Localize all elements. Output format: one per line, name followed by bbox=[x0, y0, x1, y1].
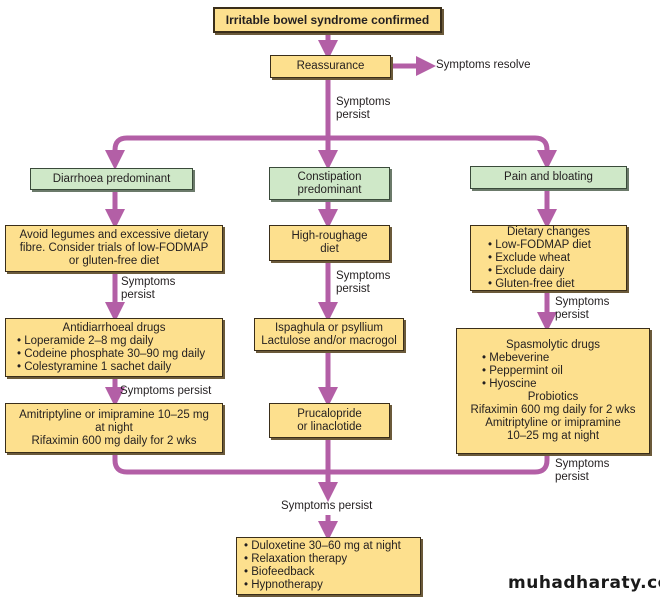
symptoms-resolve-label: Symptoms resolve bbox=[436, 59, 531, 71]
list-item: Exclude dairy bbox=[488, 265, 623, 278]
box-line: Prucalopride bbox=[297, 407, 362, 420]
label-line: persist bbox=[336, 283, 370, 295]
box-line: Amitriptyline or imipramine 10–25 mg bbox=[19, 408, 209, 421]
list-item: Hyoscine bbox=[482, 378, 646, 391]
label-line: Symptoms bbox=[555, 458, 610, 470]
diet-list: Low-FODMAP diet Exclude wheat Exclude da… bbox=[474, 239, 623, 291]
category-diarrhoea: Diarrhoea predominant bbox=[30, 168, 193, 190]
box-line: Lactulose and/or macrogol bbox=[261, 334, 397, 347]
spasmolytic-list: Mebeverine Peppermint oil Hyoscine bbox=[460, 352, 646, 391]
symptoms-persist-label-bottom: Symptoms persist bbox=[281, 500, 373, 512]
label-line: Symptoms bbox=[336, 96, 391, 108]
box-line: fibre. Consider trials of low-FODMAP bbox=[19, 242, 209, 254]
list-item: Relaxation therapy bbox=[244, 553, 417, 566]
list-item: Exclude wheat bbox=[488, 252, 623, 265]
final-treatment-box: Duloxetine 30–60 mg at night Relaxation … bbox=[236, 537, 421, 595]
box-line: or linaclotide bbox=[297, 420, 362, 433]
watermark: muhadharaty.com bbox=[508, 573, 660, 593]
box-line: Ispaghula or psyllium bbox=[274, 321, 384, 334]
box-line: Avoid legumes and excessive dietary bbox=[19, 229, 209, 241]
title-text: Irritable bowel syndrome confirmed bbox=[225, 12, 430, 27]
arrow-to-pain bbox=[328, 135, 557, 170]
label-line: Symptoms bbox=[336, 270, 391, 282]
box-title: Dietary changes bbox=[506, 225, 591, 238]
box-line: 10–25 mg at night bbox=[506, 430, 600, 442]
box-title: Spasmolytic drugs bbox=[506, 339, 600, 351]
category-text: Diarrhoea predominant bbox=[52, 172, 171, 185]
list-item: Mebeverine bbox=[482, 352, 646, 365]
reassurance-box: Reassurance bbox=[270, 55, 391, 78]
box-line: Probiotics bbox=[527, 391, 579, 403]
category-text: Pain and bloating bbox=[504, 171, 593, 183]
box-line: Rifaximin 600 mg daily for 2 wks bbox=[470, 404, 636, 416]
box-line: High-roughage bbox=[291, 230, 368, 242]
list-item: Loperamide 2–8 mg daily bbox=[17, 335, 219, 348]
label-line: Symptoms bbox=[121, 276, 176, 288]
antidiarrhoeal-box: Antidiarrhoeal drugs Loperamide 2–8 mg d… bbox=[5, 318, 223, 377]
list-item: Peppermint oil bbox=[482, 365, 646, 378]
list-item: Colestyramine 1 sachet daily bbox=[17, 361, 219, 374]
arrow-to-diarrhoea bbox=[105, 135, 328, 170]
box-line: Amitriptyline or imipramine bbox=[485, 417, 621, 429]
prucalopride-box: Prucalopride or linaclotide bbox=[269, 403, 390, 438]
list-item: Biofeedback bbox=[244, 566, 417, 579]
box-line: at night bbox=[95, 421, 133, 434]
list-item: Hypnotherapy bbox=[244, 579, 417, 592]
merge-line bbox=[112, 452, 550, 475]
list-item: Codeine phosphate 30–90 mg daily bbox=[17, 348, 219, 361]
dietary-changes-box: Dietary changes Low-FODMAP diet Exclude … bbox=[470, 225, 627, 291]
box-title: Antidiarrhoeal drugs bbox=[62, 321, 166, 334]
ispaghula-box: Ispaghula or psyllium Lactulose and/or m… bbox=[254, 318, 404, 351]
title-box: Irritable bowel syndrome confirmed bbox=[213, 7, 442, 33]
drug-list: Loperamide 2–8 mg daily Codeine phosphat… bbox=[9, 335, 219, 374]
label-line: persist bbox=[555, 309, 589, 321]
antidepressant-box-left: Amitriptyline or imipramine 10–25 mg at … bbox=[5, 403, 223, 453]
label-line: persist bbox=[336, 109, 370, 121]
spasmolytic-box: Spasmolytic drugs Mebeverine Peppermint … bbox=[456, 328, 650, 454]
final-list: Duloxetine 30–60 mg at night Relaxation … bbox=[240, 540, 417, 592]
symptoms-persist-label: Symptoms persist bbox=[120, 385, 212, 397]
box-line: diet bbox=[320, 243, 339, 255]
category-text: Constipation bbox=[297, 170, 362, 183]
high-roughage-box: High-roughage diet bbox=[269, 225, 390, 261]
box-line: or gluten-free diet bbox=[68, 255, 160, 267]
list-item: Low-FODMAP diet bbox=[488, 239, 623, 252]
label-line: persist bbox=[121, 289, 155, 301]
category-text: predominant bbox=[297, 183, 362, 196]
diarrhoea-diet-box: Avoid legumes and excessive dietary fibr… bbox=[5, 225, 223, 272]
label-line: persist bbox=[555, 471, 589, 483]
box-line: Rifaximin 600 mg daily for 2 wks bbox=[31, 434, 197, 447]
list-item: Duloxetine 30–60 mg at night bbox=[244, 540, 417, 553]
category-pain: Pain and bloating bbox=[470, 166, 627, 189]
reassurance-text: Reassurance bbox=[296, 60, 365, 72]
list-item: Gluten-free diet bbox=[488, 278, 623, 291]
label-line: Symptoms bbox=[555, 296, 610, 308]
